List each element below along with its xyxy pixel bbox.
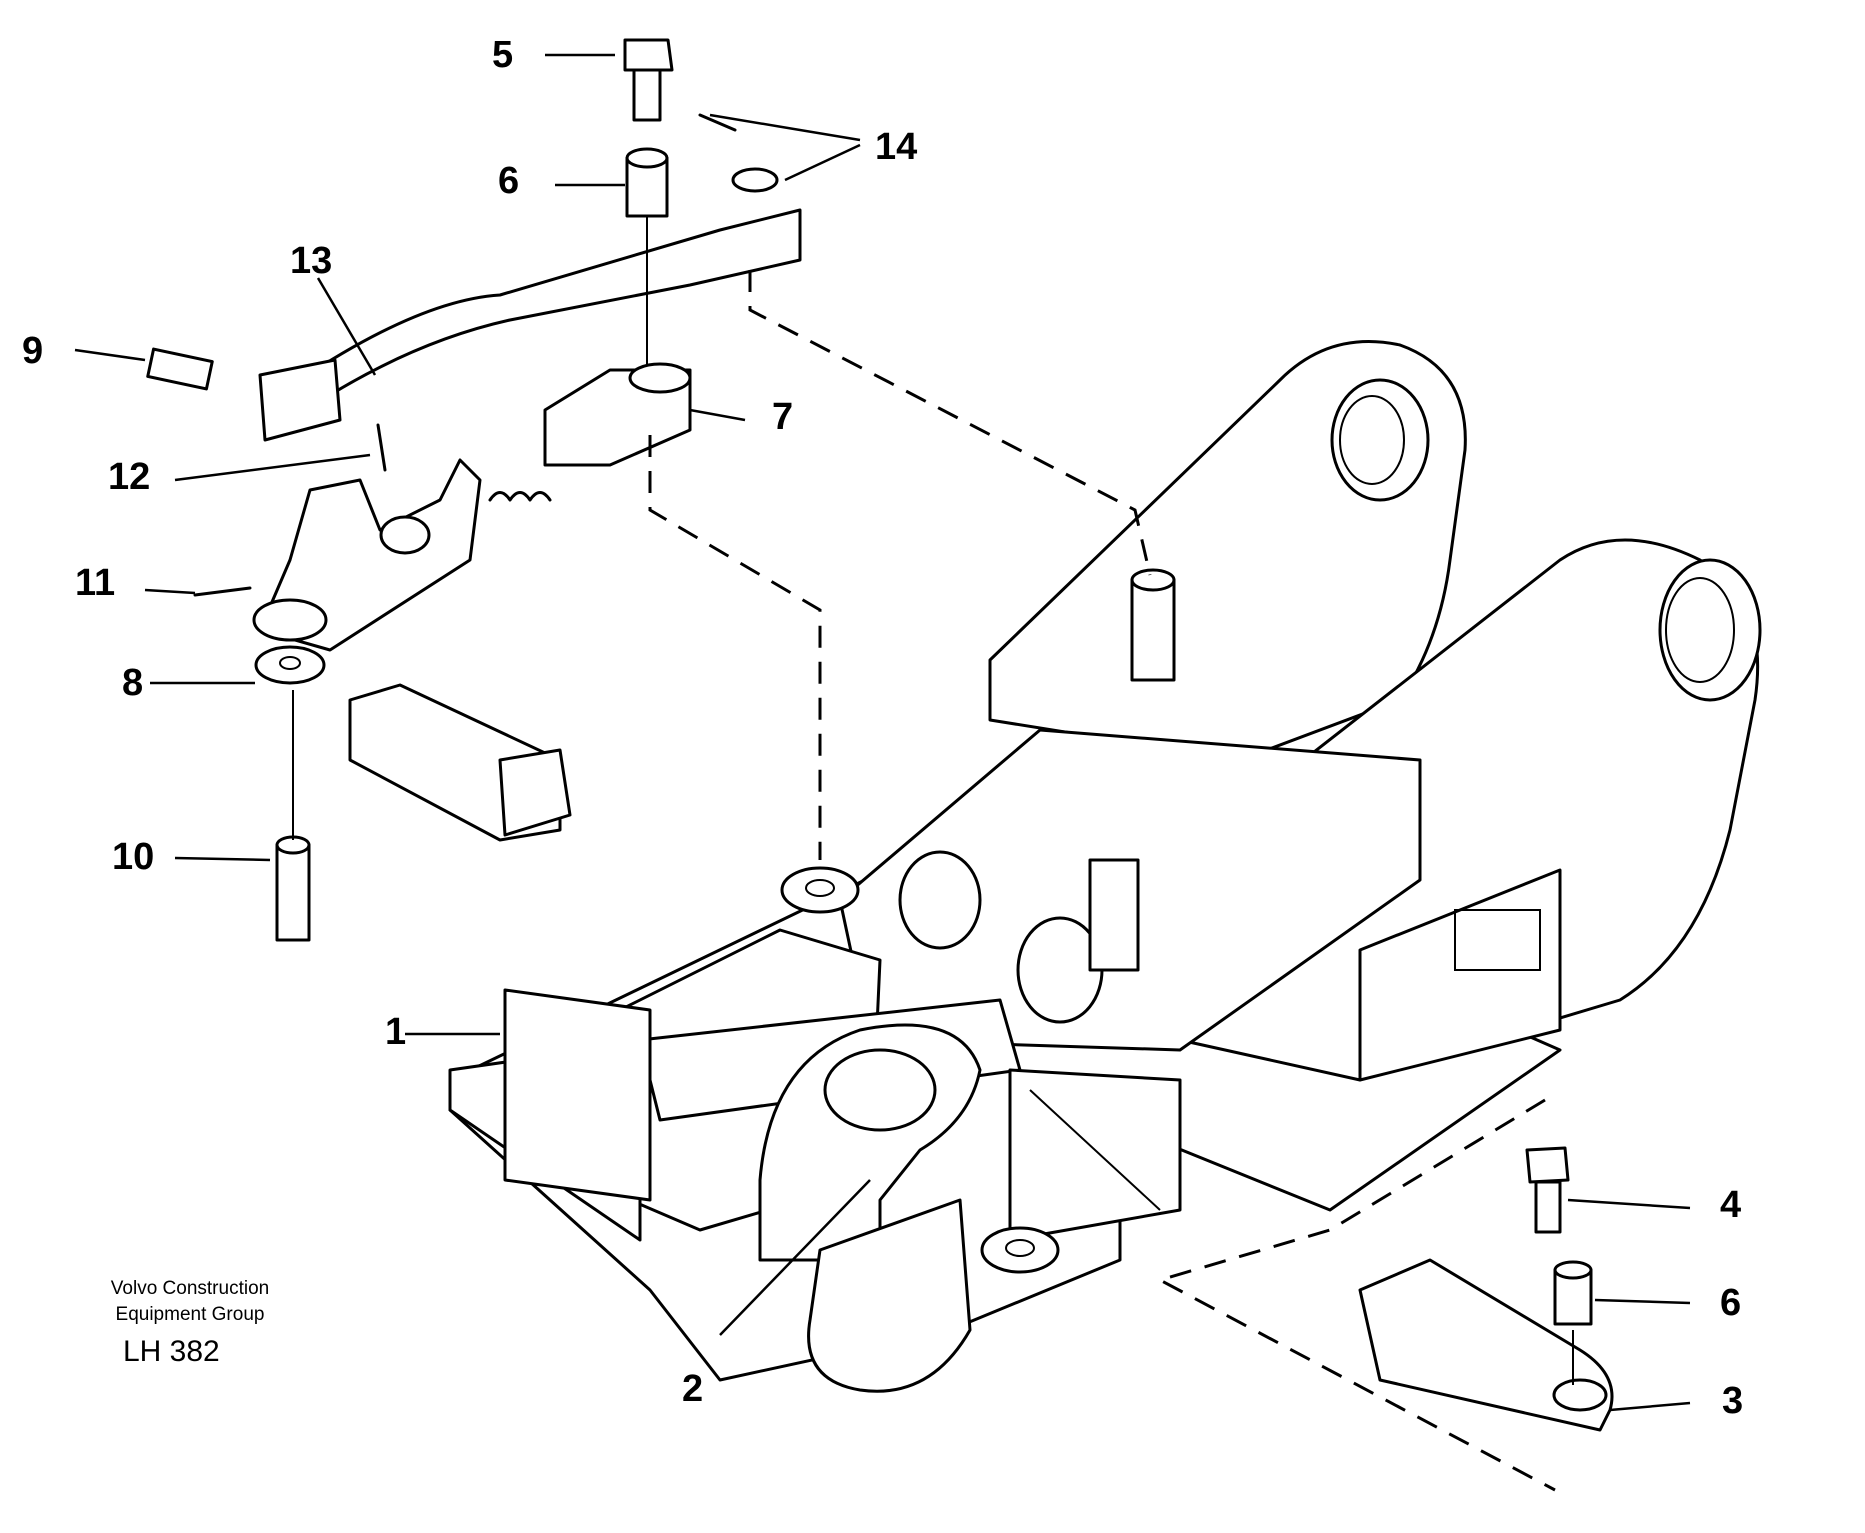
exploded-parts [146,38,1614,1432]
callout-11: 11 [75,562,116,604]
callout-13: 13 [290,240,333,282]
callout-1: 1 [385,1011,407,1053]
callout-2: 2 [682,1368,704,1410]
credit-line-1: Volvo Construction [110,1278,270,1299]
callout-8: 8 [122,662,144,704]
publisher-credit: Volvo Construction Equipment Group [70,1276,310,1328]
callout-3: 3 [1722,1380,1744,1422]
alignment-lines [292,216,1574,1492]
callout-14: 14 [875,126,918,168]
callout-6-top: 6 [498,160,520,202]
document-number: LH 382 [123,1335,220,1368]
credit-line-2: Equipment Group [115,1304,265,1325]
callout-9: 9 [22,330,44,372]
callout-5: 5 [492,34,514,76]
coupler-frame [448,340,1762,1393]
callout-7: 7 [772,396,794,438]
callout-6-bottom: 6 [1720,1282,1742,1324]
callout-10: 10 [112,836,155,878]
leader-lines [74,53,1691,1412]
callout-4: 4 [1720,1184,1742,1226]
callout-12: 12 [108,456,151,498]
